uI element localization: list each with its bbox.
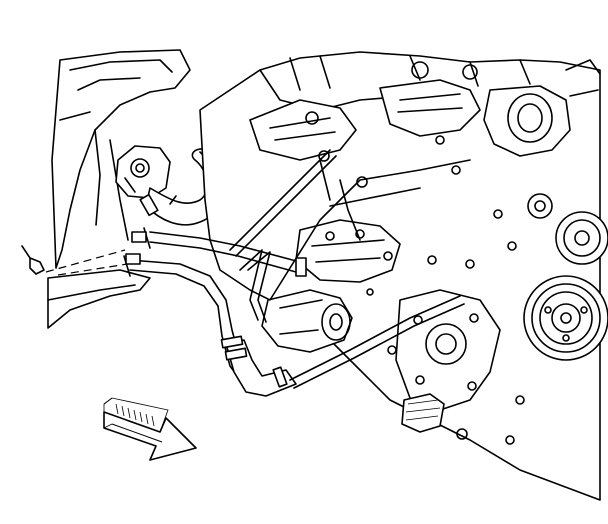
starter-motor xyxy=(261,289,353,353)
throttle-body xyxy=(483,59,601,157)
skid-plate xyxy=(47,269,151,329)
crankshaft-pulley xyxy=(523,275,608,361)
engine-block xyxy=(199,51,601,501)
block-bolts xyxy=(366,135,525,445)
oil-filter xyxy=(401,393,468,440)
forward-arrow-icon xyxy=(103,397,197,461)
heater-hose xyxy=(220,335,297,397)
wiring-harness xyxy=(229,149,471,301)
body-panel xyxy=(51,49,191,269)
exhaust-manifold xyxy=(295,219,401,283)
timing-cover xyxy=(395,289,501,411)
hose-clamp xyxy=(139,193,159,217)
return-pipe xyxy=(239,249,465,389)
hose-connectors xyxy=(125,231,307,277)
intake-manifold xyxy=(249,61,481,161)
thermostat-housing xyxy=(115,145,171,199)
accessory-pulley xyxy=(527,193,608,265)
